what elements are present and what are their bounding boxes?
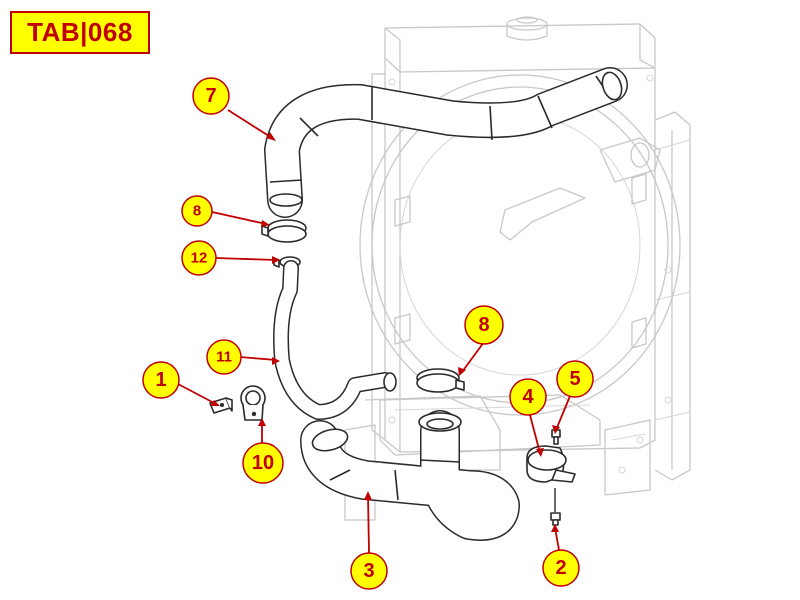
callout-10: 10	[242, 442, 284, 484]
bypass-hose	[273, 260, 397, 420]
callout-3: 3	[350, 552, 388, 590]
callout-11: 11	[206, 339, 242, 375]
callout-12: 12	[181, 240, 217, 276]
svg-text:5: 5	[569, 368, 580, 390]
p-clip	[240, 385, 266, 421]
callout-8-upper: 8	[181, 195, 213, 227]
radiator-cap-icon	[506, 16, 548, 41]
leader-arrowheads	[210, 132, 560, 532]
svg-text:7: 7	[205, 85, 216, 107]
svg-text:8: 8	[478, 314, 489, 336]
upper-hose	[264, 67, 628, 218]
callout-1: 1	[142, 361, 180, 399]
callout-5: 5	[556, 360, 594, 398]
svg-text:10: 10	[252, 452, 274, 474]
callouts: 7 8 12 8 11 1 10 4	[142, 77, 594, 590]
callout-2: 2	[542, 549, 580, 587]
callout-7: 7	[192, 77, 230, 115]
svg-text:3: 3	[363, 560, 374, 582]
bracket-sleeve	[526, 445, 576, 483]
callout-4: 4	[509, 378, 547, 416]
leader-lines	[177, 109, 571, 554]
svg-text:8: 8	[193, 203, 201, 220]
lower-hose	[300, 410, 520, 541]
lower-hose-clamp	[416, 368, 465, 393]
tab-label: TAB|068	[10, 11, 150, 54]
callout-8-lower: 8	[464, 305, 504, 345]
svg-text:2: 2	[555, 557, 566, 579]
svg-text:4: 4	[522, 386, 534, 408]
svg-text:1: 1	[155, 369, 166, 391]
svg-text:12: 12	[191, 250, 208, 267]
nut-icon	[550, 512, 561, 526]
svg-text:11: 11	[216, 349, 232, 366]
upper-hose-clamp	[261, 219, 307, 243]
